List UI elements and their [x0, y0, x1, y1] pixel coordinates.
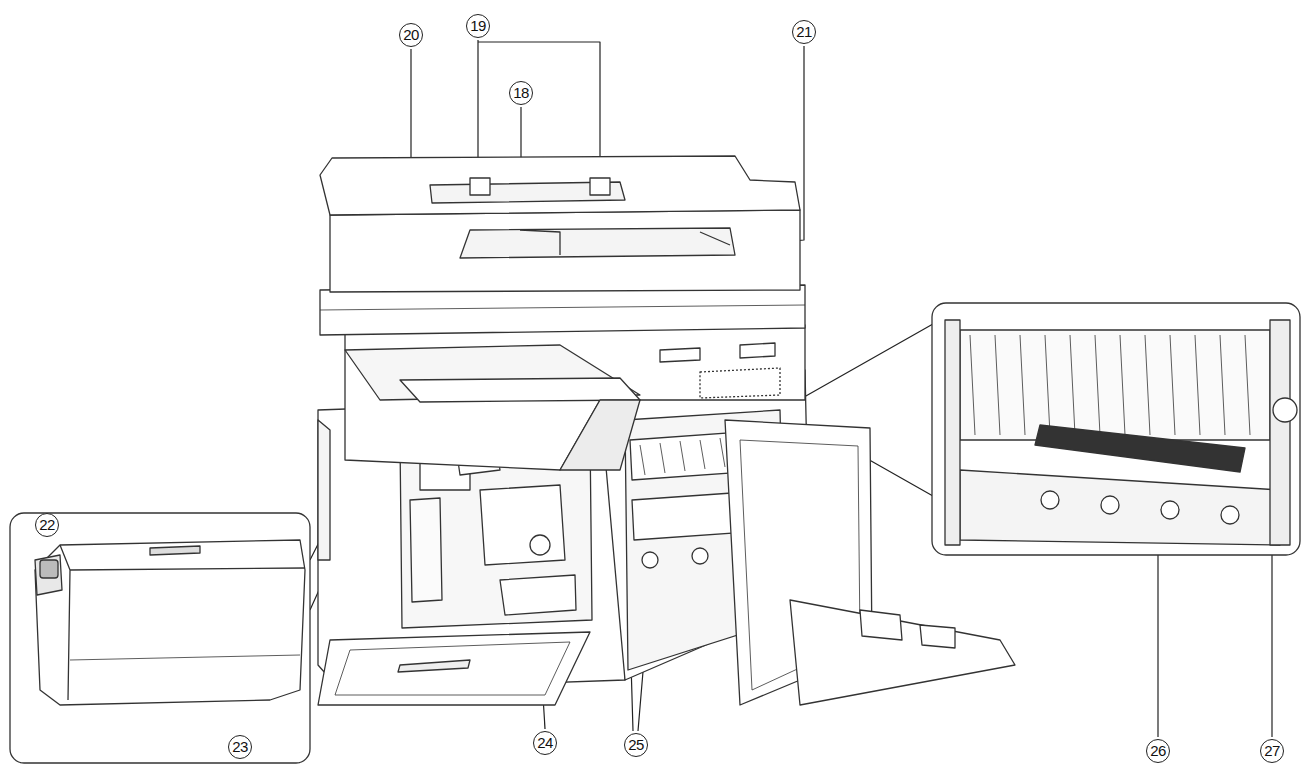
drawing-part	[1221, 506, 1239, 524]
drawing-part	[398, 660, 470, 672]
drawing-part	[480, 485, 565, 565]
drawing-part	[1041, 491, 1059, 509]
drawing-part	[320, 285, 805, 335]
drawing-part	[1101, 496, 1119, 514]
callout-number: 27	[1260, 739, 1284, 763]
callout-number: 23	[228, 735, 252, 759]
drawing-part	[410, 498, 442, 602]
drawing-part	[60, 545, 305, 700]
drawing-part	[318, 420, 330, 560]
drawing-part	[520, 230, 730, 255]
drawing-part	[400, 378, 640, 402]
drawing-part	[960, 330, 1270, 440]
callout-number: 26	[1146, 739, 1170, 763]
drawing-part	[920, 625, 955, 648]
drawing-part	[330, 210, 800, 292]
callout-number: 20	[399, 23, 423, 47]
drawing-part	[320, 156, 800, 215]
drawing-part	[1273, 398, 1297, 422]
drawing-part	[335, 642, 570, 695]
drawing-part	[345, 325, 805, 470]
drawing-part	[35, 540, 305, 705]
drawing-part	[642, 552, 658, 568]
drawing-part	[500, 575, 576, 615]
drawing-part	[40, 560, 58, 578]
drawing-part	[1035, 425, 1245, 472]
callout-number: 25	[624, 733, 648, 757]
drawing-part	[860, 610, 902, 640]
drawing-part	[692, 548, 708, 564]
drawing-part	[150, 546, 200, 555]
callout-number: 24	[533, 731, 557, 755]
drawing-part	[660, 343, 775, 362]
drawing-part	[700, 368, 780, 398]
drawing-part	[790, 600, 1015, 705]
callout-number: 22	[35, 513, 59, 537]
drawing-part	[470, 178, 610, 195]
drawing-part	[70, 655, 300, 660]
drawing-part	[35, 555, 62, 595]
drawing-part	[932, 303, 1300, 555]
drawing-part	[945, 320, 1290, 545]
drawing-part	[318, 632, 590, 705]
drawing-part	[10, 513, 310, 763]
drawing-part	[1161, 501, 1179, 519]
drawing-part	[560, 400, 640, 470]
drawing-part	[970, 335, 1250, 435]
callout-number: 21	[792, 20, 816, 44]
drawing-part	[460, 228, 735, 258]
drawing-part	[960, 470, 1280, 545]
callout-number: 18	[509, 81, 533, 105]
drawing-part	[530, 535, 550, 555]
drawing-part	[320, 305, 805, 310]
callout-number: 19	[466, 14, 490, 38]
